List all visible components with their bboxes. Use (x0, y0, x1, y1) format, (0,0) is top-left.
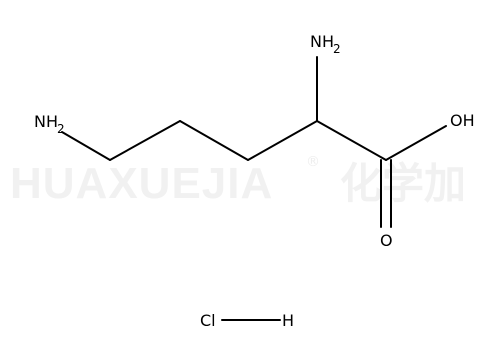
terminal-amine-element: NH (34, 112, 58, 131)
bonds (61, 56, 447, 321)
bond-n-c5 (61, 131, 111, 161)
watermark: HUAXUEJIA ® 化学加 (10, 154, 466, 208)
watermark-latin: HUAXUEJIA (10, 159, 273, 208)
watermark-chinese: 化学加 (340, 159, 466, 208)
alpha-amine-element: NH (310, 32, 334, 51)
alpha-amine-label: NH 2 (310, 32, 341, 56)
atom-labels: NH 2 NH 2 OH O Cl H (34, 32, 475, 330)
terminal-amine-label: NH 2 (34, 112, 65, 136)
alpha-amine-subscript: 2 (333, 42, 341, 56)
bond-c4-c3 (179, 120, 249, 161)
carbonyl-oxygen-label: O (380, 231, 393, 250)
watermark-registered: ® (306, 154, 320, 170)
bond-c3-c2 (247, 120, 318, 161)
chlorine-label: Cl (200, 311, 216, 330)
bond-c2-c1 (316, 120, 387, 161)
terminal-amine-subscript: 2 (57, 122, 65, 136)
hydrogen-label: H (282, 311, 294, 330)
bond-c1-oh (385, 125, 447, 161)
hydroxyl-label: OH (450, 111, 475, 130)
bond-c5-c4 (109, 120, 181, 161)
